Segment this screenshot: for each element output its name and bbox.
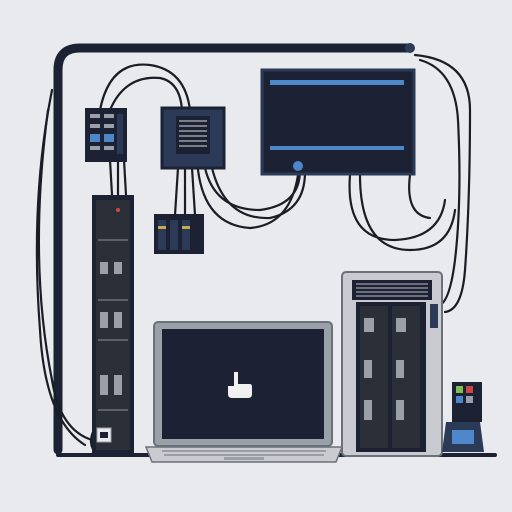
small-module-box xyxy=(154,214,204,254)
rack-tower xyxy=(92,195,134,453)
wall-monitor xyxy=(260,68,416,176)
monitor-power-button xyxy=(293,161,303,171)
small-device xyxy=(442,382,484,452)
router-box xyxy=(160,106,226,170)
pipe-end-cap xyxy=(405,43,415,53)
laptop xyxy=(144,321,344,463)
network-switch-top xyxy=(85,108,127,162)
pointer-hand-icon xyxy=(228,372,252,398)
server-tower xyxy=(341,271,443,457)
cables xyxy=(35,53,472,454)
